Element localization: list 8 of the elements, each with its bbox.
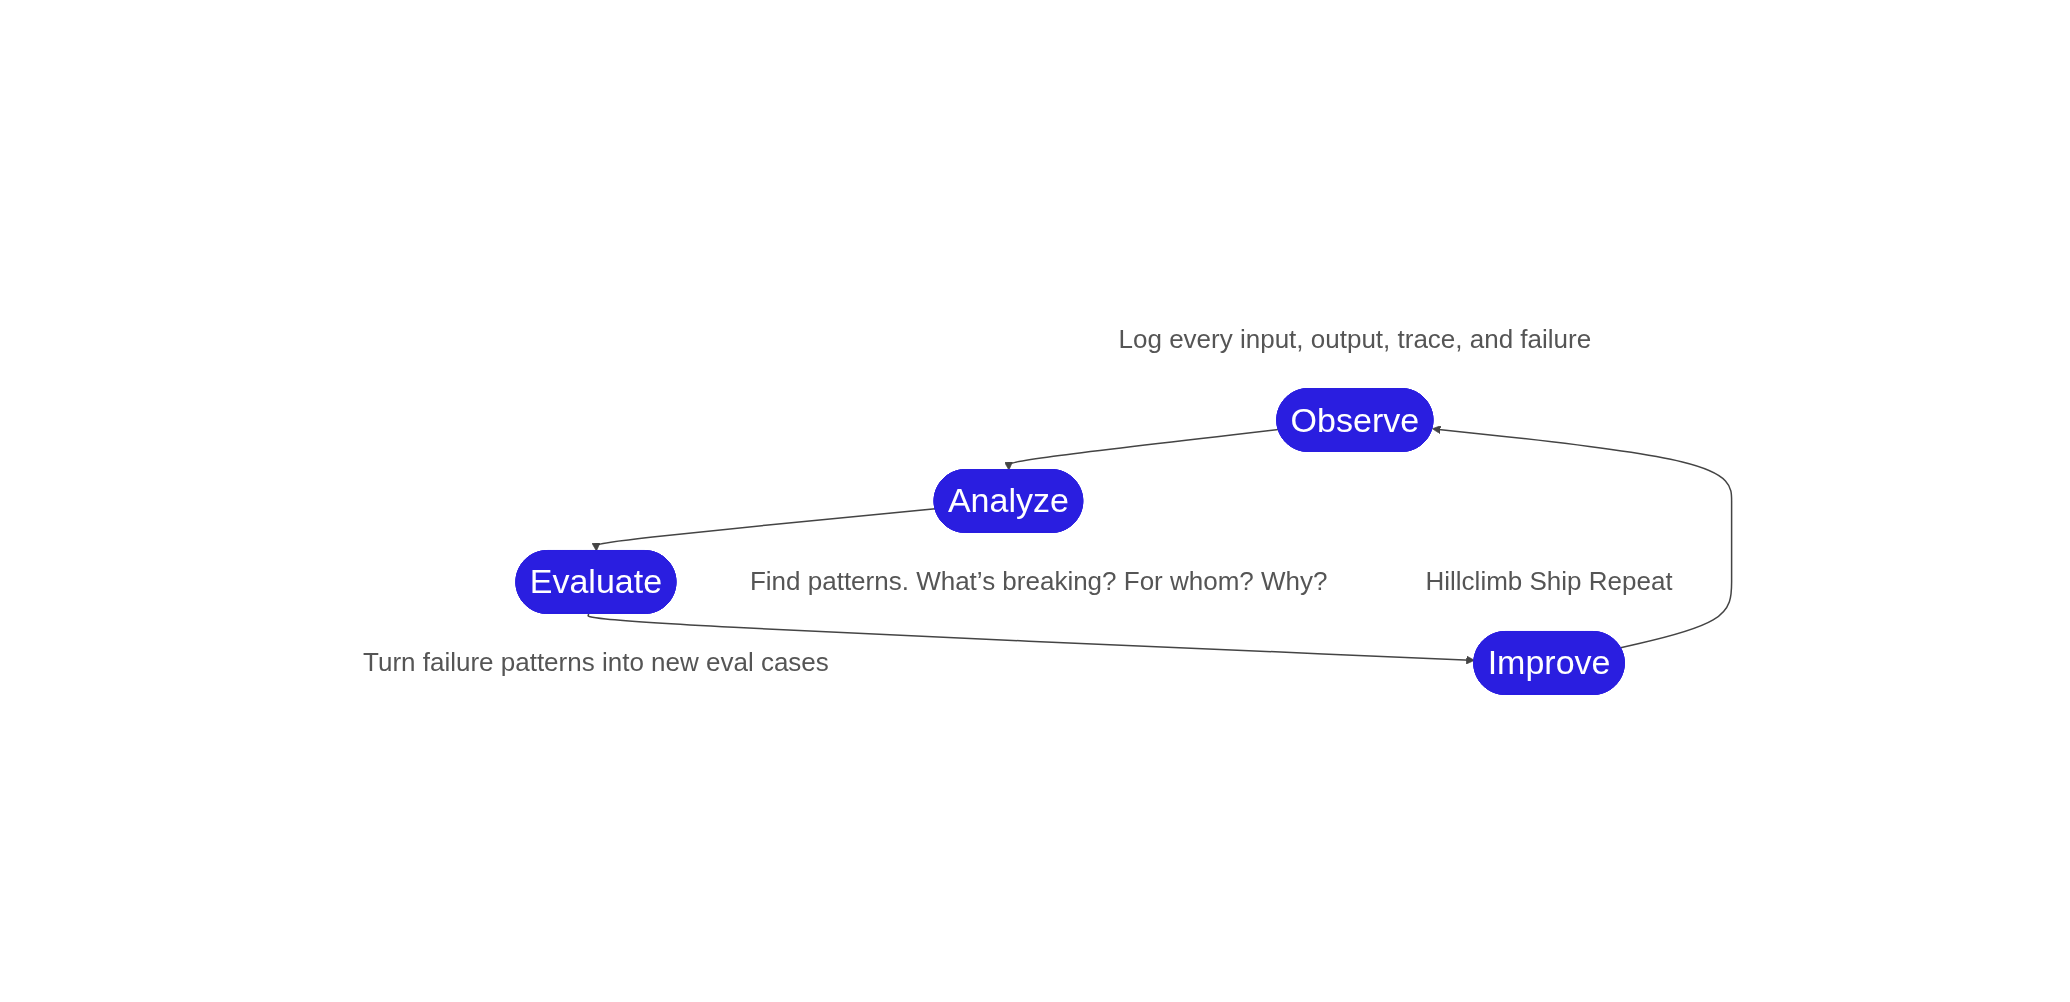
arrow xyxy=(1431,425,1733,649)
node-label: Turn failure patterns into new eval cases xyxy=(362,647,829,678)
node-label: Find patterns. What’s breaking? For whom? Why? xyxy=(749,566,1328,597)
arrow xyxy=(587,613,1475,665)
node-label: Hillclimb Ship Repeat xyxy=(1425,566,1673,597)
node-label: Log every input, output, trace, and failure xyxy=(1118,323,1591,354)
arrow xyxy=(591,507,936,552)
arrow xyxy=(1003,428,1279,471)
